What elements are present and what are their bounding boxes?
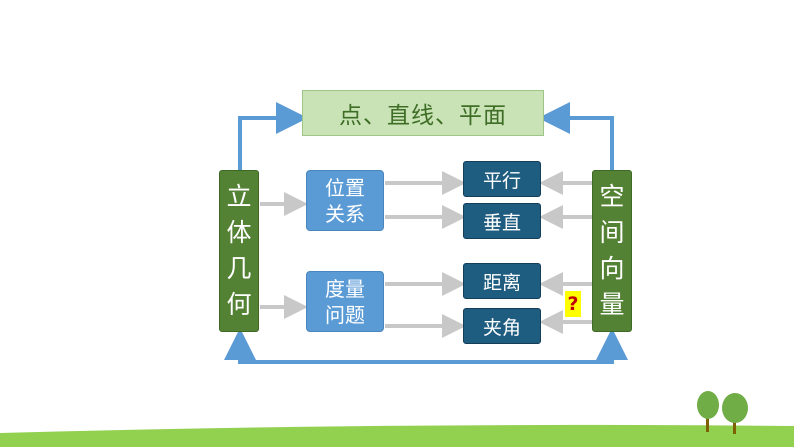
- position-relation-box: 位置 关系: [306, 170, 384, 231]
- solid-geometry-char: 何: [226, 290, 252, 319]
- space-vector-char: 量: [599, 290, 625, 319]
- angle-label: 夹角: [482, 316, 521, 339]
- parallel-box: 平行: [463, 161, 541, 197]
- question-mark-badge: ?: [565, 291, 581, 317]
- solid-geometry-char: 几: [226, 254, 252, 283]
- perpendicular-box: 垂直: [463, 203, 541, 239]
- measure-problem-line: 问题: [325, 302, 365, 327]
- measure-problem-box: 度量 问题: [306, 271, 384, 332]
- points-lines-planes-label: 点、直线、平面: [339, 103, 507, 129]
- position-relation-line: 位置: [325, 175, 365, 200]
- question-mark: ?: [567, 293, 579, 315]
- arrow-left-to-top: [238, 102, 308, 170]
- arrow-right-to-top: [538, 102, 614, 170]
- space-vector-char: 空: [599, 182, 625, 211]
- measure-problem-line: 度量: [325, 276, 365, 301]
- perpendicular-label: 垂直: [482, 211, 521, 234]
- points-lines-planes-box: 点、直线、平面: [302, 90, 544, 136]
- space-vector-char: 间: [599, 218, 625, 247]
- space-vector-box: 空 间 向 量: [592, 170, 632, 332]
- space-vector-char: 向: [599, 254, 625, 283]
- distance-label: 距离: [482, 271, 521, 294]
- solid-geometry-char: 体: [226, 218, 252, 247]
- solid-geometry-char: 立: [226, 182, 252, 211]
- angle-box: 夹角: [463, 308, 541, 344]
- distance-box: 距离: [463, 263, 541, 299]
- parallel-label: 平行: [482, 169, 521, 192]
- tree-icon: [722, 393, 748, 434]
- tree-icon: [697, 391, 719, 432]
- solid-geometry-box: 立 体 几 何: [219, 170, 259, 332]
- position-relation-line: 关系: [325, 201, 365, 226]
